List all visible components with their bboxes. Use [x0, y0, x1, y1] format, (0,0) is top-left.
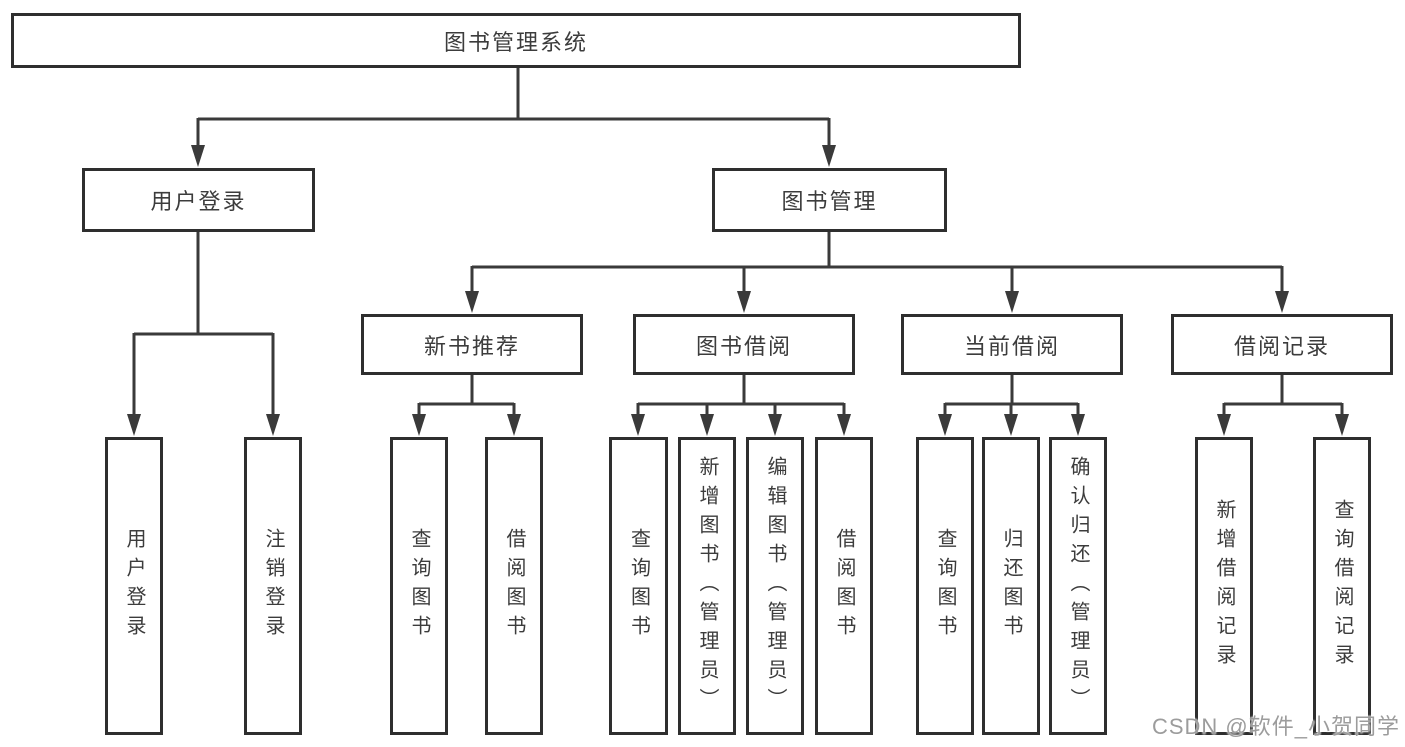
node-user-login: 用户登录 [82, 168, 315, 232]
leaf-borrow-books-recommend: 借阅图书 [485, 437, 543, 735]
node-root-library-system: 图书管理系统 [11, 13, 1021, 68]
node-current-borrow: 当前借阅 [901, 314, 1123, 375]
leaf-user-login: 用户登录 [105, 437, 163, 735]
connector-user-login-to-leaves [127, 232, 280, 436]
leaf-add-books-admin: 新增图书（管理员） [678, 437, 736, 735]
leaf-return-books: 归还图书 [982, 437, 1040, 735]
leaf-logout-login: 注销登录 [244, 437, 302, 735]
leaf-borrow-books: 借阅图书 [815, 437, 873, 735]
connector-borrow-records-to-leaves [1217, 375, 1349, 436]
leaf-edit-books-admin: 编辑图书（管理员） [746, 437, 804, 735]
connector-book-borrow-to-leaves [631, 375, 851, 436]
node-book-borrow: 图书借阅 [633, 314, 855, 375]
leaf-query-books-borrow: 查询图书 [609, 437, 668, 735]
leaf-confirm-return-admin: 确认归还（管理员） [1049, 437, 1107, 735]
connector-new-book-recommend-to-leaves [412, 375, 521, 436]
connector-current-borrow-to-leaves [938, 375, 1085, 436]
node-borrow-records: 借阅记录 [1171, 314, 1393, 375]
connector-root-to-level2 [191, 68, 836, 167]
node-new-book-recommend: 新书推荐 [361, 314, 583, 375]
leaf-query-borrow-record: 查询借阅记录 [1313, 437, 1371, 735]
leaf-query-books-current: 查询图书 [916, 437, 974, 735]
leaf-add-borrow-record: 新增借阅记录 [1195, 437, 1253, 735]
leaf-query-books-recommend: 查询图书 [390, 437, 448, 735]
csdn-watermark: CSDN @软件_小贺同学 [1151, 714, 1400, 739]
node-book-management: 图书管理 [712, 168, 947, 232]
connector-book-management-to-level3 [465, 232, 1289, 313]
